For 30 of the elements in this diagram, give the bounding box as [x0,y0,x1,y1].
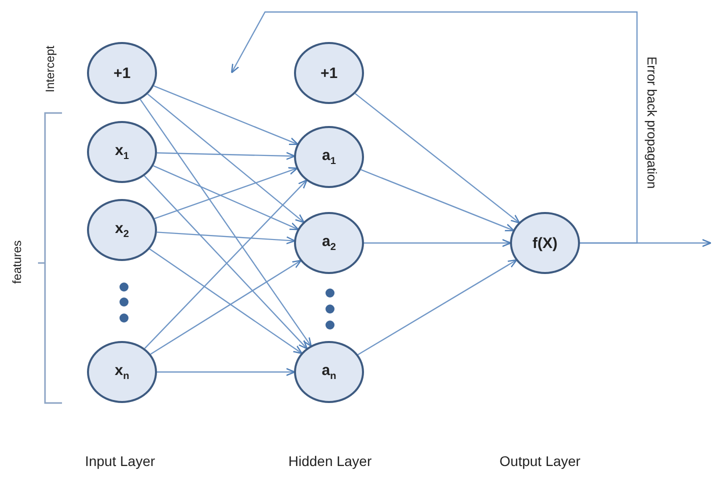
feedback-arrow [230,11,638,244]
axis-label: features [10,239,24,286]
node-label: +1 [320,64,338,82]
node-label: x$_{2}$ [115,220,129,240]
arrow [154,85,299,146]
layer-label: Input Layer [84,453,156,469]
arrow [354,93,520,224]
arrow [140,99,312,347]
arrow [157,368,296,376]
arrow [153,165,300,230]
arrow [156,232,296,244]
node-label: a$_{2}$ [322,233,336,253]
edge-label: Error back propagation [644,56,660,186]
node-label: a$_{n}$ [322,362,336,382]
neuron-circle [294,341,364,403]
arrow [364,239,512,247]
arrow [147,94,305,224]
node-label: x$_{n}$ [114,362,130,382]
node-label: x$_{1}$ [115,142,129,162]
node-label: a$_{1}$ [322,147,336,167]
node-label: f(X) [532,234,558,252]
arrow [154,167,298,220]
arrow [360,169,514,232]
arrow [156,152,296,160]
axis-label: Intercept [43,44,57,94]
layer-label: Hidden Layer [287,453,373,469]
arrow [358,259,518,356]
neuron-circle [87,121,157,183]
layer-label: Output Layer [498,453,582,469]
node-label: +1 [113,64,131,82]
